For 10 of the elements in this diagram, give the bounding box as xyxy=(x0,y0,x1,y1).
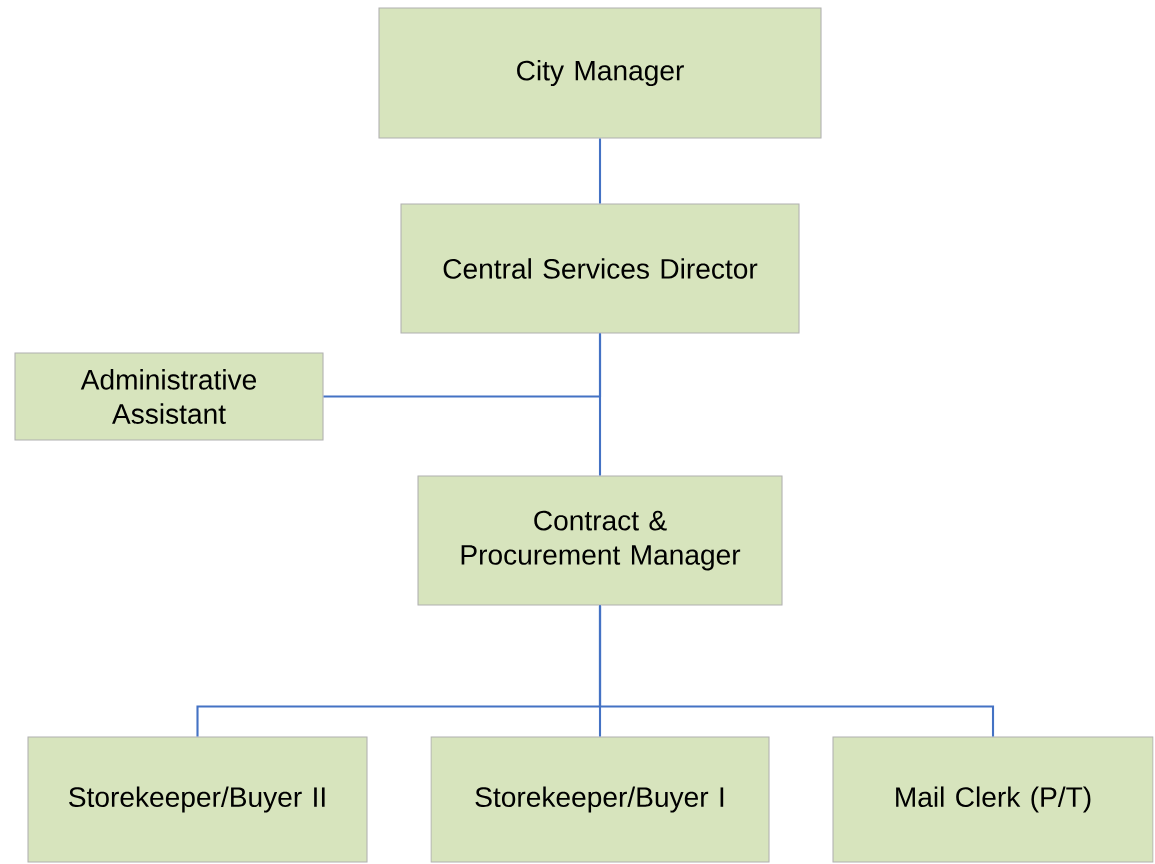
connector-line xyxy=(323,333,602,398)
position-box: City Manager xyxy=(378,7,822,139)
connector-line xyxy=(598,138,602,204)
position-box: Administrative Assistant xyxy=(14,352,324,441)
position-box: Contract & Procurement Manager xyxy=(417,475,783,606)
position-box: Storekeeper/Buyer II xyxy=(27,736,368,863)
position-box: Storekeeper/Buyer I xyxy=(430,736,770,863)
position-box: Central Services Director xyxy=(400,203,800,334)
connector-line xyxy=(598,605,995,737)
position-box: Mail Clerk (P/T) xyxy=(832,736,1154,863)
